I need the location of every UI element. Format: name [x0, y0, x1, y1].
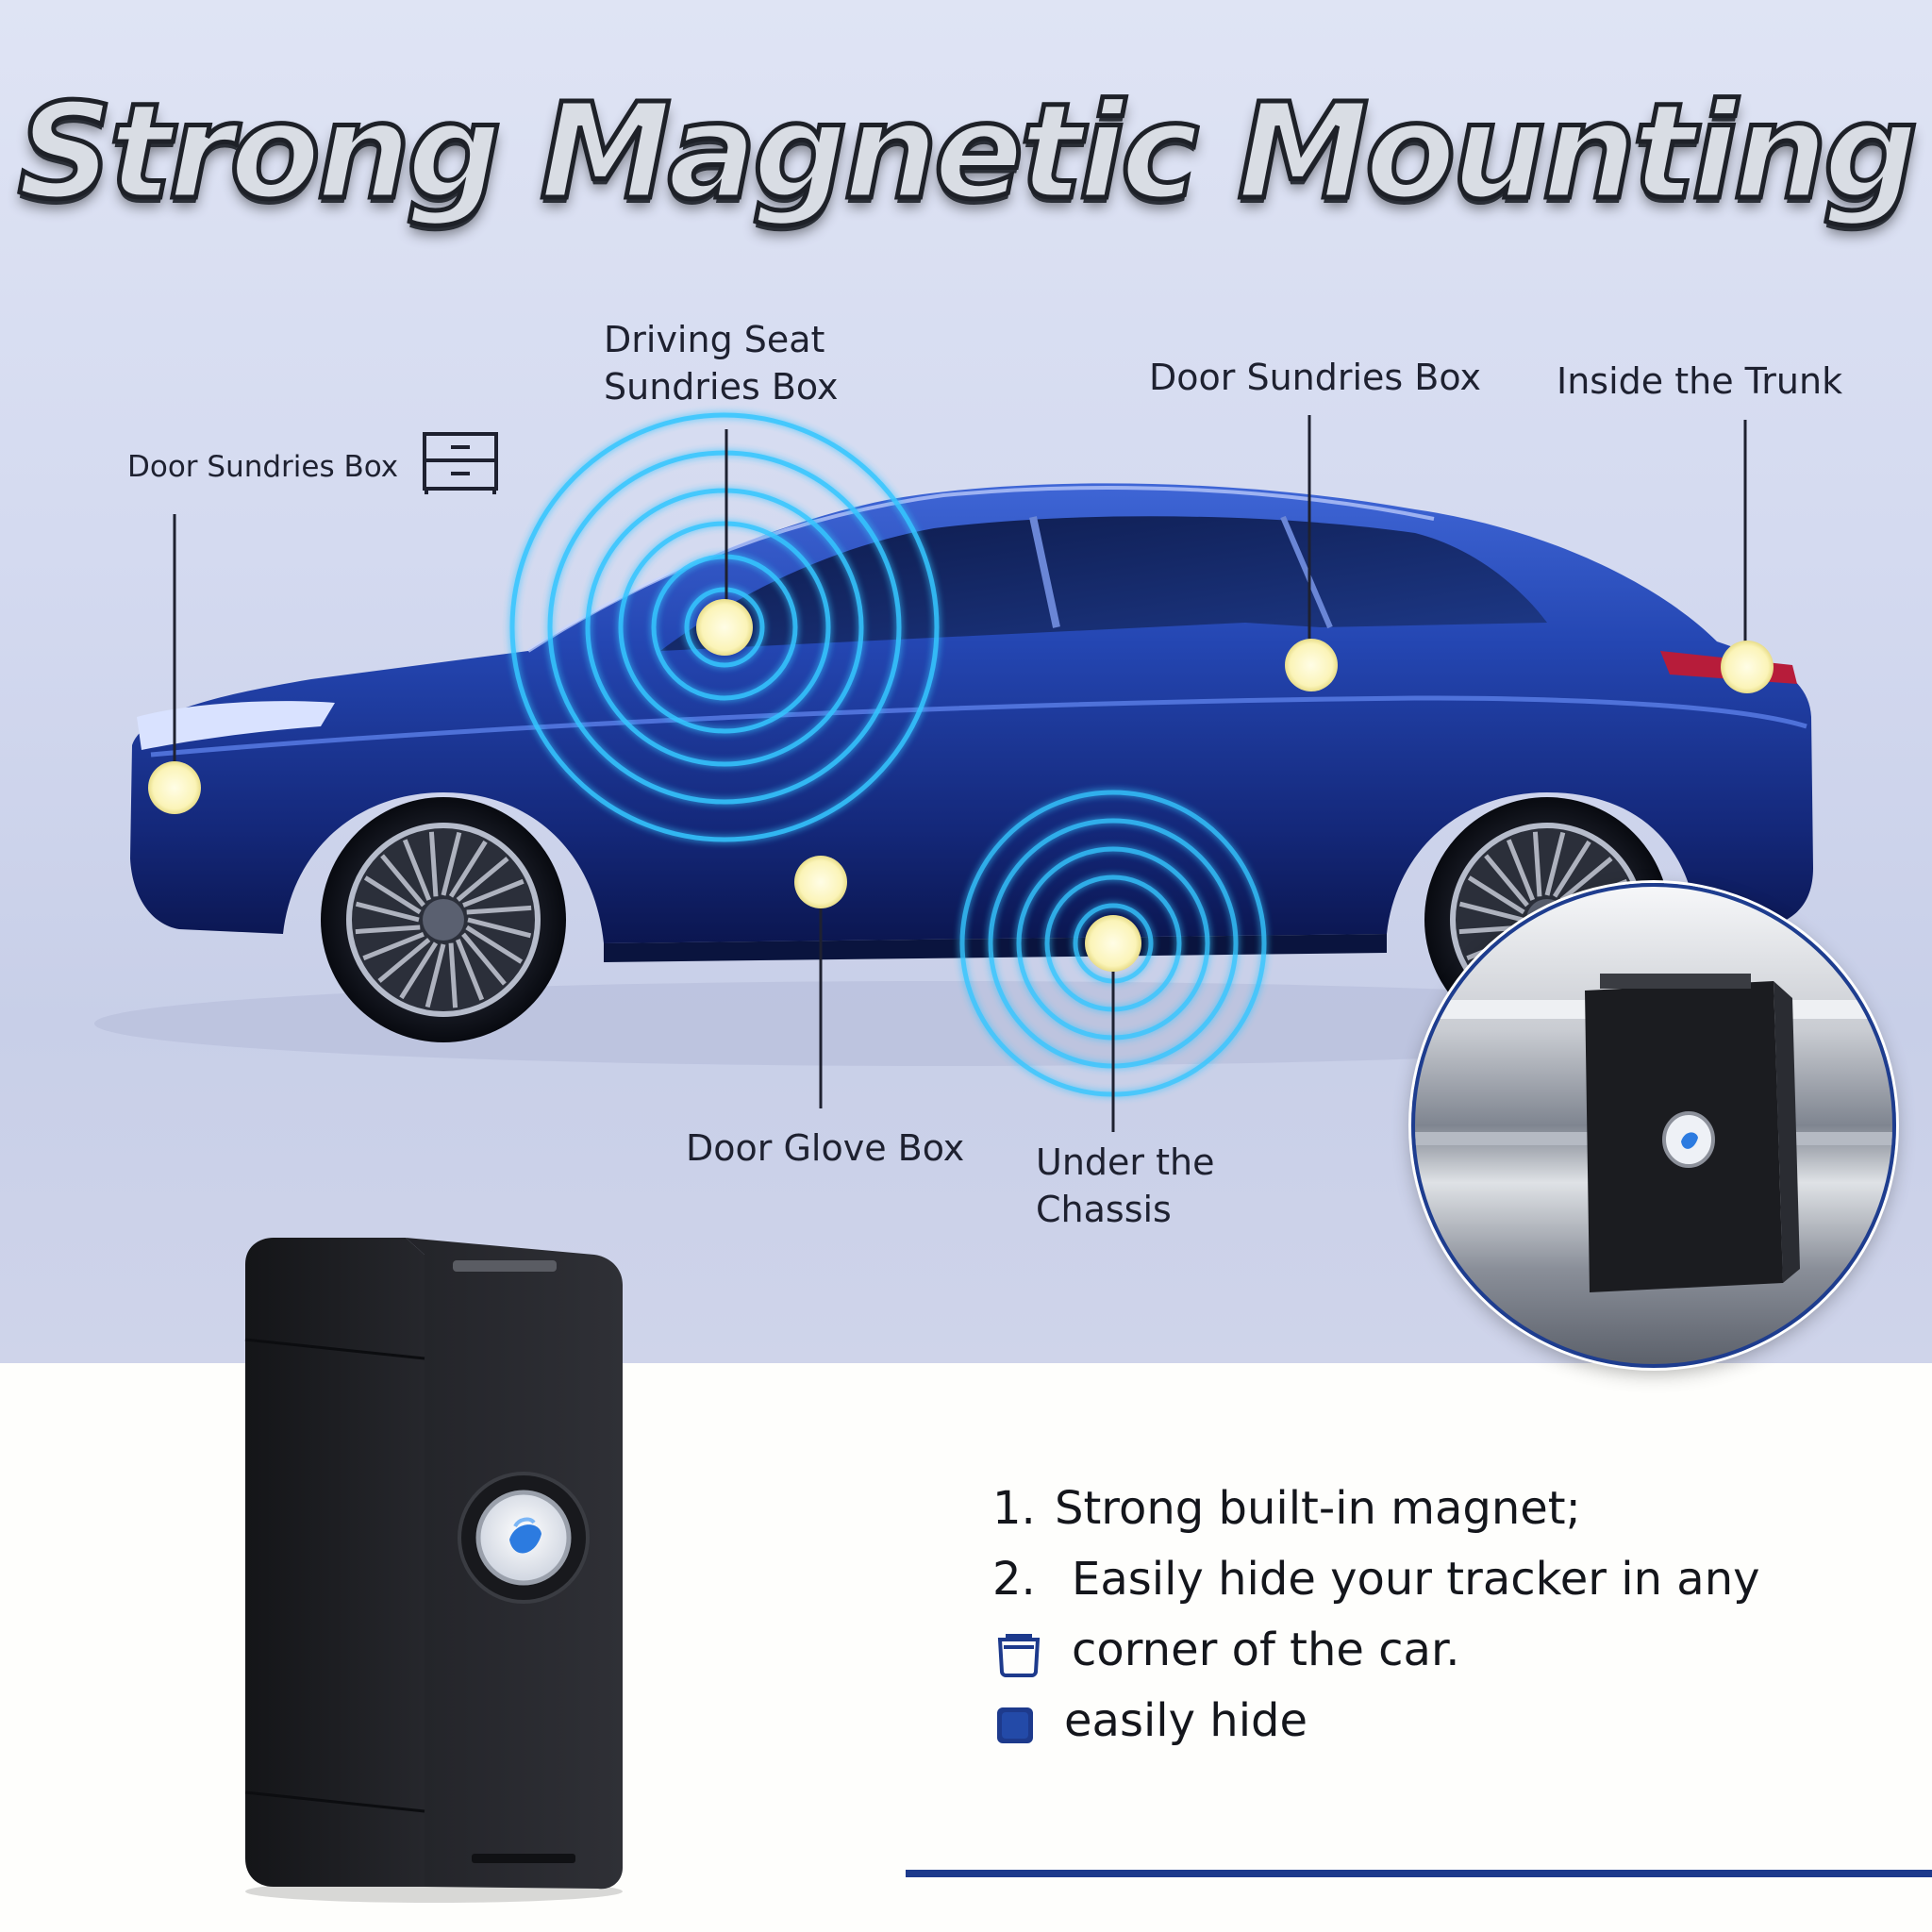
front-wheel: [321, 797, 566, 1042]
label-under-chassis-line2: Chassis: [1036, 1189, 1172, 1230]
wheel-spoke: [1506, 839, 1536, 901]
wheel-spoke: [455, 939, 485, 1001]
wheel-spoke: [465, 924, 524, 964]
signal-rings-seat: [509, 412, 940, 842]
accent-rule: [906, 1870, 1932, 1877]
label-under-chassis-line1: Under the: [1036, 1141, 1215, 1183]
wheel-spoke: [362, 931, 425, 961]
wheel-spoke: [448, 840, 488, 898]
location-dots: [148, 599, 1774, 972]
wheel-spoke: [377, 938, 431, 983]
wheel-spoke: [363, 875, 422, 915]
wheel-spoke: [456, 857, 509, 902]
wheel-spoke: [441, 831, 462, 896]
dot-chassis: [1085, 915, 1141, 972]
box-icon: [992, 1627, 1072, 1677]
wheel-spoke: [1559, 857, 1613, 902]
feature-item-1: 1. Strong built-in magnet;: [992, 1474, 1760, 1544]
feature-item-3: corner of the car.: [992, 1615, 1760, 1686]
label-door-glove-box: Door Glove Box: [686, 1127, 965, 1169]
label-driving-seat-line2: Sundries Box: [604, 366, 839, 408]
wheel-spoke: [402, 839, 432, 901]
feature-item-2: 2. Easily hide your tracker in any: [992, 1544, 1760, 1615]
dot-trunk: [1721, 641, 1774, 693]
wheel-spoke: [355, 924, 421, 935]
wheel-spoke: [399, 941, 439, 1000]
wheel-spoke: [1458, 901, 1524, 923]
dot-glove-box: [794, 856, 847, 908]
wheel-spoke: [1484, 854, 1529, 908]
wheel-spoke: [425, 943, 446, 1008]
dot-door-right: [1285, 639, 1338, 691]
label-door-sundries-left: Door Sundries Box: [127, 450, 399, 484]
wheel-spoke: [467, 917, 532, 939]
wheel-spoke: [1467, 875, 1525, 915]
wheel-spoke: [1532, 831, 1542, 897]
dot-door-left: [148, 761, 201, 814]
label-inside-trunk: Inside the Trunk: [1557, 360, 1843, 402]
feature-marker-1: 1.: [992, 1482, 1036, 1535]
wheel-spoke: [448, 942, 458, 1008]
feature-item-4: easily hide: [992, 1686, 1760, 1757]
wheel-spoke: [461, 932, 507, 986]
feature-list: 1. Strong built-in magnet; 2. Easily hid…: [992, 1474, 1760, 1757]
wheel-spoke: [466, 905, 532, 915]
mounted-device-inset: [1411, 883, 1896, 1368]
drawer-icon: [423, 432, 498, 494]
feature-text-3: corner of the car.: [1072, 1624, 1460, 1676]
feature-text-4: easily hide: [1064, 1694, 1308, 1747]
feature-marker-2: 2.: [992, 1553, 1036, 1606]
feature-text-1: Strong built-in magnet;: [1055, 1482, 1581, 1535]
gps-tracker-device: [244, 1238, 623, 1903]
wheel-spoke: [462, 878, 525, 908]
feature-text-2: Easily hide your tracker in any: [1072, 1553, 1760, 1606]
wheel-spoke: [428, 831, 439, 897]
wheel-spoke: [1552, 840, 1591, 898]
wheel-spoke: [355, 901, 420, 923]
wheel-spoke: [380, 854, 425, 908]
square-icon: [992, 1698, 1064, 1745]
headline: Strong Magnetic Mounting: [15, 74, 1921, 232]
label-driving-seat-line1: Driving Seat: [604, 319, 825, 360]
dot-driving-seat: [696, 599, 753, 656]
label-door-sundries-right: Door Sundries Box: [1149, 357, 1481, 398]
wheel-spoke: [1544, 831, 1566, 896]
